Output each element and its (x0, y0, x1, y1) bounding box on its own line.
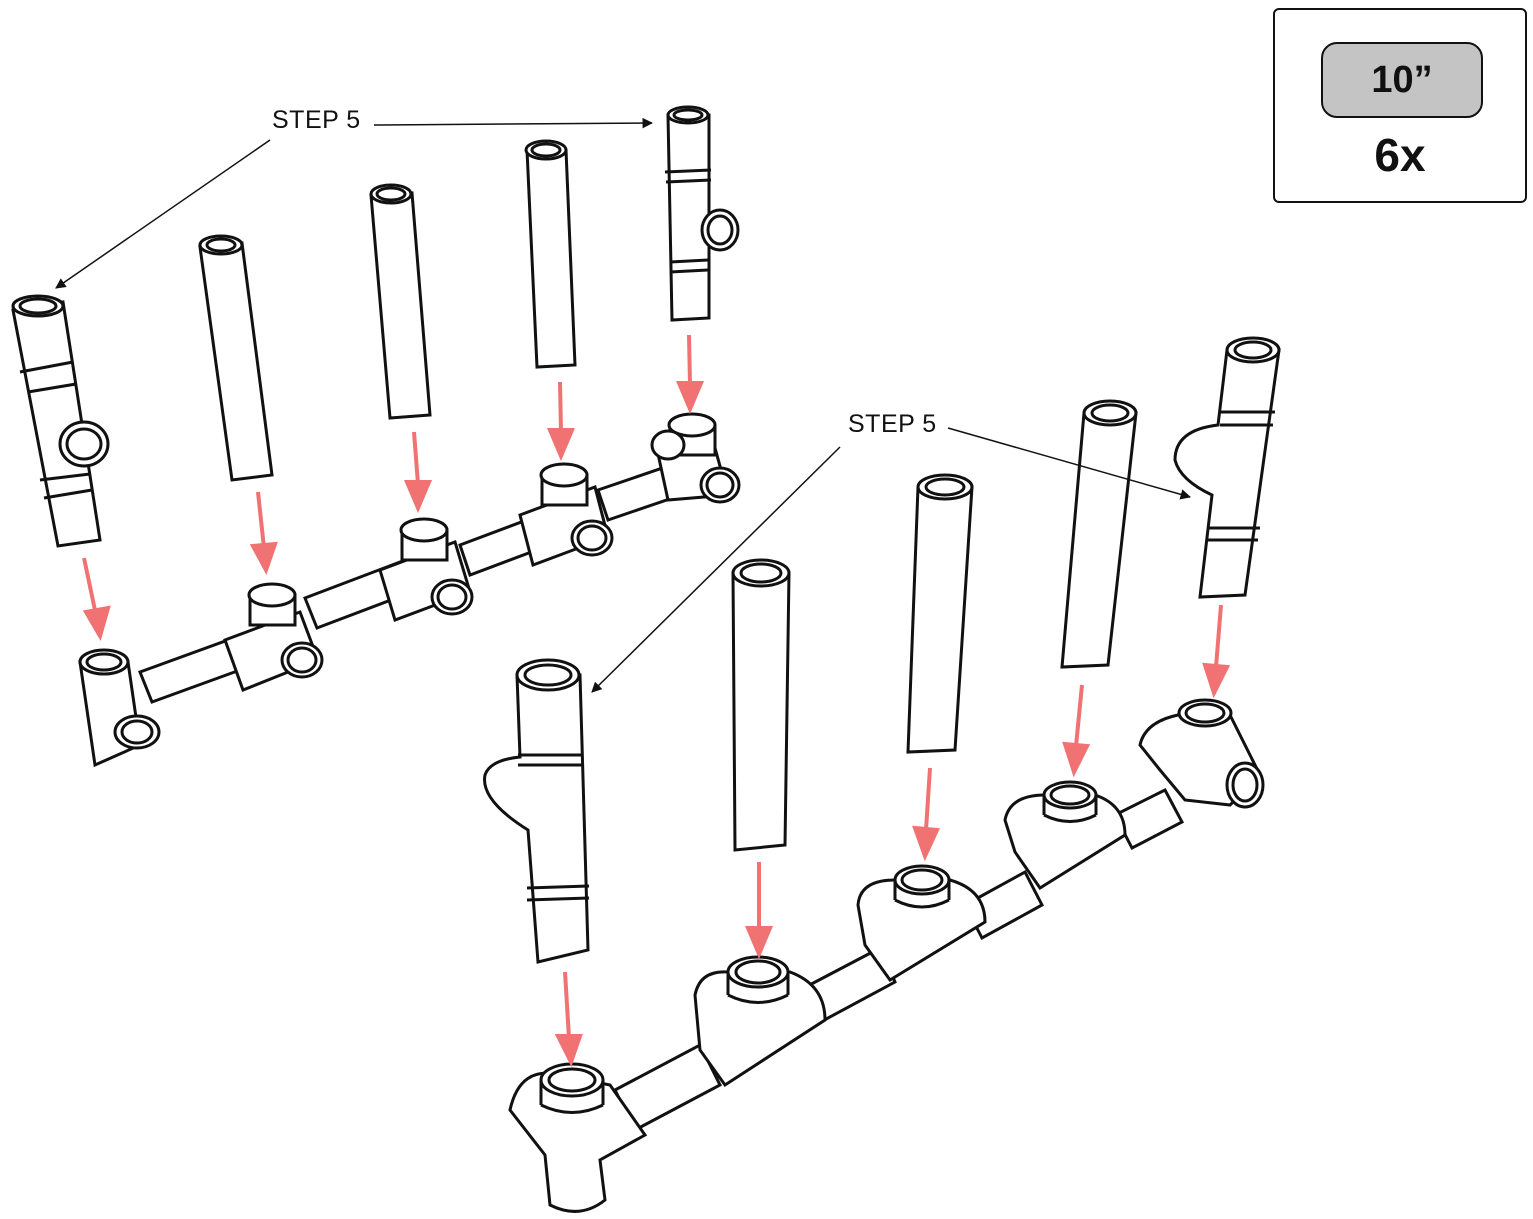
upper-insertion-arrows (82, 334, 705, 642)
lower-riser-tee-left (483, 658, 590, 964)
upper-pipe-3 (524, 139, 577, 369)
lower-cross-3 (1003, 780, 1127, 891)
step-label-left: STEP 5 (272, 106, 361, 134)
step-label-right: STEP 5 (848, 410, 937, 438)
parts-legend: 10” 6x (1273, 8, 1527, 203)
step-right-callouts (591, 427, 1192, 693)
pipe-quantity: 6x (1374, 129, 1426, 181)
lower-insertion-arrows (554, 604, 1231, 1068)
upper-riser-tee-left (11, 294, 110, 548)
upper-end-tee-right (650, 412, 741, 504)
lower-pipe-3 (1060, 399, 1138, 669)
upper-cross-2 (378, 517, 474, 622)
upper-pipe-2 (369, 183, 432, 420)
lower-end-tee-right (1138, 698, 1265, 809)
lower-cross-1 (693, 955, 827, 1088)
lower-end-tee-left (508, 1062, 648, 1213)
upper-cross-1 (223, 582, 324, 692)
upper-riser-tee-right (664, 105, 740, 322)
lower-riser-tee-right (1173, 336, 1281, 599)
pipe-length-badge: 10” (1321, 42, 1483, 118)
lower-pipe-2 (906, 473, 974, 754)
upper-pipe-1 (198, 234, 274, 482)
upper-risers (11, 105, 740, 548)
upper-end-tee-left (78, 648, 161, 768)
step-left-callouts (55, 117, 654, 289)
lower-pipe-1 (731, 558, 791, 852)
lower-cross-2 (856, 864, 987, 983)
lower-base-fittings (508, 698, 1265, 1213)
upper-cross-3 (518, 462, 614, 567)
upper-base-fittings (78, 412, 741, 768)
